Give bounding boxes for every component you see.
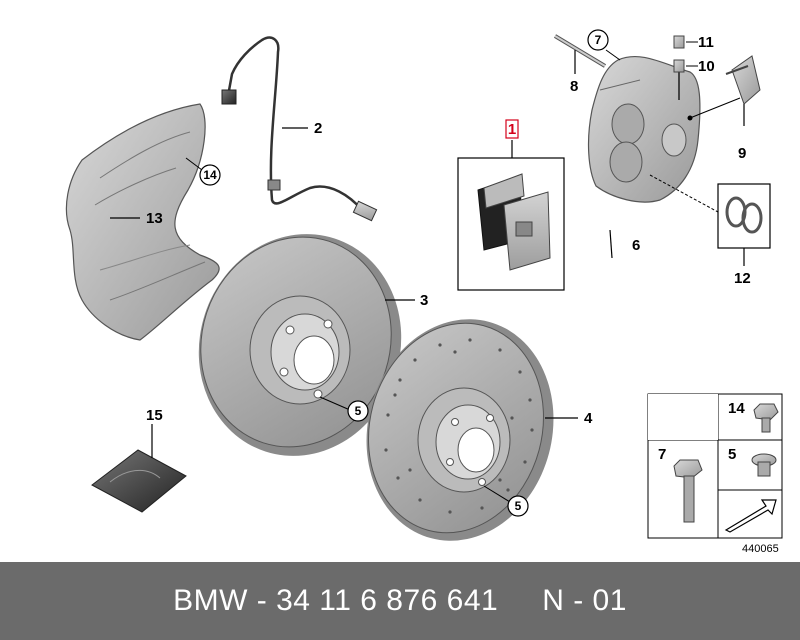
callout-13: 13	[146, 210, 163, 227]
callout-8: 8	[570, 78, 578, 95]
callout-12: 12	[734, 270, 751, 287]
callout-15: 15	[146, 407, 163, 424]
brake-shield-part	[65, 103, 220, 341]
brand-name: BMW	[173, 584, 248, 617]
guide-pin-part	[553, 34, 607, 68]
callout-1: 1	[508, 121, 516, 138]
drawing-number: 440065	[742, 543, 779, 555]
bleeder-screw-part	[673, 35, 685, 100]
part-number: 34 11 6 876 641	[276, 584, 499, 617]
exploded-parts-diagram: 13 14 2 3 5	[65, 29, 783, 555]
bolt-14-part	[753, 403, 779, 433]
wear-sensor-part	[221, 36, 378, 222]
grease-sachet-part	[91, 449, 187, 513]
callout-14-circle: 14	[203, 168, 217, 182]
brake-disc-drilled	[366, 319, 554, 541]
brake-pads-part	[477, 173, 551, 271]
legend-label-5: 5	[728, 446, 736, 463]
callout-3: 3	[420, 292, 428, 309]
footer-caption: BMW - 34 11 6 876 641 N - 01	[0, 562, 800, 640]
callout-4: 4	[584, 410, 593, 427]
legend-label-14: 14	[728, 400, 745, 417]
callout-11: 11	[698, 34, 714, 51]
footer-separator: -	[256, 584, 268, 617]
bolt-7-part	[673, 459, 703, 523]
callout-10: 10	[698, 58, 715, 75]
callout-6: 6	[632, 237, 640, 254]
callout-7-circle: 7	[595, 33, 602, 47]
spring-clip-part	[725, 55, 761, 105]
callout-9: 9	[738, 145, 746, 162]
callout-2: 2	[314, 120, 322, 137]
screw-5-part	[751, 453, 777, 477]
brake-disc-upper	[198, 234, 402, 456]
seal-rings-part	[725, 196, 763, 234]
variant-code: N - 01	[542, 584, 627, 617]
legend-label-7: 7	[658, 446, 666, 463]
orientation-arrow-icon	[724, 499, 777, 533]
callout-5-upper: 5	[355, 404, 362, 418]
brake-caliper-part	[587, 55, 701, 203]
callout-5-lower: 5	[515, 499, 522, 513]
part-number-footer: BMW - 34 11 6 876 641 N - 01	[0, 562, 800, 640]
